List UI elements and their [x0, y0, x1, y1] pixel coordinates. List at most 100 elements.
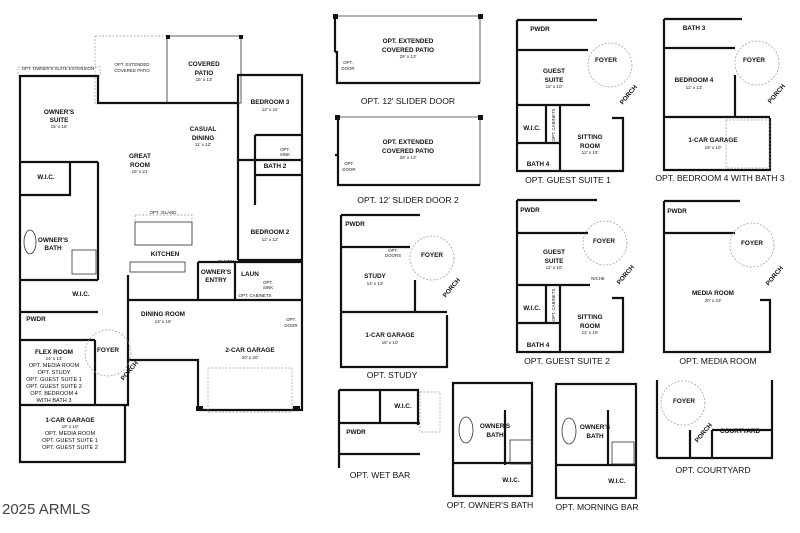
garage-door-outline: [207, 367, 293, 413]
study-size: 14' x 13': [367, 281, 384, 286]
porch-label: PORCH: [616, 264, 636, 286]
owners-bath-label-2: BATH: [586, 433, 604, 440]
opt-island-outline: [134, 214, 193, 246]
option-wet-bar: W.I.C. PWDR OPT. WET BAR: [337, 388, 441, 480]
opt-island-label: OPT. ISLAND: [150, 210, 177, 215]
two-car-garage-label: 2-CAR GARAGE: [225, 347, 275, 354]
caption-courtyard: OPT. COURTYARD: [675, 465, 750, 475]
two-car-garage-size: 20' x 20': [242, 355, 259, 360]
pwdr-label: PWDR: [345, 221, 365, 228]
option-courtyard: FOYER PORCH COURTYARD OPT. COURTYARD: [655, 380, 774, 475]
option-guest-suite-1: PWDR FOYER PORCH GUEST SUITE 12' x 10' W…: [515, 18, 639, 185]
flex-room-option: WITH BATH 3: [36, 398, 71, 404]
owners-suite-label: OWNER'S: [44, 109, 75, 116]
sitting-room-label-2: ROOM: [580, 323, 600, 330]
bedroom-4-label: BEDROOM 4: [675, 77, 714, 84]
great-room-size: 16' x 21': [132, 169, 149, 174]
opt-door-label: OPT.: [344, 161, 354, 166]
foyer-outline: [84, 329, 132, 377]
dining-room-label: DINING ROOM: [141, 311, 185, 318]
wic-label: W.I.C.: [37, 174, 55, 181]
owners-suite-extension-label: OPT. OWNER'S SUITE EXTENSION: [22, 66, 94, 71]
bedroom-3-label: BEDROOM 3: [251, 99, 290, 106]
option-study: PWDR OPT. DOORS FOYER PORCH STUDY 14' x …: [339, 213, 462, 380]
one-car-garage-option: OPT. GUEST SUITE 2: [42, 445, 98, 451]
wic-label: W.I.C.: [608, 478, 626, 485]
wic-label: W.I.C.: [523, 125, 541, 132]
caption-owners-bath: OPT. OWNER'S BATH: [447, 500, 533, 510]
extended-patio-label: OPT. EXTENDED: [383, 139, 434, 146]
pwdr-label: PWDR: [667, 208, 687, 215]
foyer-label: FOYER: [97, 347, 119, 354]
casual-dining-label: CASUAL: [190, 126, 217, 133]
opt-cabinets-label: OPT. CABINETS: [551, 288, 556, 321]
bath-4-label: BATH 4: [527, 342, 550, 349]
media-room-label: MEDIA ROOM: [692, 290, 734, 297]
pwdr-label: PWDR: [26, 316, 46, 323]
great-room-label: GREAT: [129, 153, 151, 160]
owners-entry-label: OWNER'S: [201, 269, 232, 276]
owners-bath-label-2: BATH: [44, 245, 62, 252]
wic-label: W.I.C.: [523, 305, 541, 312]
bedroom-2-size: 12' x 12': [262, 237, 279, 242]
left-wing-walls: [20, 160, 125, 407]
one-car-garage-option: OPT. MEDIA ROOM: [45, 431, 96, 437]
guest-suite-size: 12' x 10': [546, 265, 563, 270]
courtyard-label: COURTYARD: [720, 428, 761, 435]
extended-patio-size: 29' x 13': [400, 155, 417, 160]
bedroom-2-label: BEDROOM 2: [251, 229, 290, 236]
opt-cabinets-label: OPT. CABINETS: [551, 108, 556, 141]
caption-wet-bar: OPT. WET BAR: [350, 470, 410, 480]
flex-room-size: 14' x 13': [46, 356, 63, 361]
sitting-room-size: 12' x 15': [582, 150, 599, 155]
bedroom-3-size: 12' x 11': [262, 107, 279, 112]
opt-door-label-2: DOOR: [342, 167, 355, 172]
flex-room-option: OPT. GUEST SUITE 2: [26, 384, 82, 390]
extended-patio-label-2: COVERED PATIO: [382, 148, 434, 155]
main-floor-plan: OPT. OWNER'S SUITE EXTENSION OPT. EXTEND…: [17, 35, 304, 464]
laundry-opt-sink: OPT.: [263, 280, 273, 285]
opt-door-label-2: DOOR: [284, 323, 297, 328]
sitting-room-size: 12' x 15': [582, 330, 599, 335]
guest-suite-label: GUEST: [543, 68, 565, 75]
kitchen-label: KITCHEN: [151, 251, 180, 258]
niche-label: NICHE: [591, 276, 605, 281]
guest-suite-label-2: SUITE: [545, 77, 565, 84]
option-morning-bar: OWNER'S BATH W.I.C. OPT. MORNING BAR: [554, 382, 639, 512]
bath-2-opt-sink: OPT.: [280, 147, 290, 152]
bath-4-label: BATH 4: [527, 161, 550, 168]
pantry-label: PANTRY: [218, 259, 235, 264]
opt-doors-label-2: DOORS: [385, 253, 401, 258]
sitting-room-label-2: ROOM: [580, 143, 600, 150]
porch-label: PORCH: [120, 360, 140, 382]
casual-dining-size: 11' x 12': [195, 142, 212, 147]
option-owners-bath: OWNER'S BATH W.I.C. OPT. OWNER'S BATH: [447, 381, 533, 510]
opt-doors-label: OPT.: [388, 248, 398, 253]
guest-suite-size: 12' x 10': [546, 84, 563, 89]
wic-2-label: W.I.C.: [72, 291, 90, 298]
one-car-garage-option: OPT. GUEST SUITE 1: [42, 438, 98, 444]
owners-bath-label-2: BATH: [486, 432, 504, 439]
flex-room-option: OPT. GUEST SUITE 1: [26, 377, 82, 383]
foyer-label: FOYER: [593, 238, 615, 245]
one-car-garage-label: 1-CAR GARAGE: [45, 417, 95, 424]
flex-room-option: OPT. BEDROOM 4: [30, 391, 78, 397]
one-car-garage-size: 19' x 10': [382, 340, 399, 345]
one-car-garage-size: 19' x 10': [62, 424, 79, 429]
study-label: STUDY: [364, 273, 386, 280]
bath-3-label: BATH 3: [683, 25, 706, 32]
covered-patio-label-2: PATIO: [195, 70, 214, 77]
extended-patio-label-2: COVERED PATIO: [382, 47, 434, 54]
opt-cabinets-label: OPT. CABINETS: [239, 293, 272, 298]
porch-label: PORCH: [619, 84, 639, 106]
caption-morning-bar: OPT. MORNING BAR: [555, 502, 638, 512]
option-slider-door-1: OPT. EXTENDED COVERED PATIO 29' x 13' OP…: [333, 14, 483, 106]
shower: [71, 249, 97, 275]
owners-entry-label-2: ENTRY: [205, 277, 227, 284]
opt-door-label: OPT.: [286, 317, 296, 322]
foyer-label: FOYER: [673, 398, 695, 405]
sitting-room-label: SITTING: [577, 314, 602, 321]
extended-patio-size: 29' x 13': [400, 54, 417, 59]
porch-label: PORCH: [765, 265, 785, 287]
foyer-label: FOYER: [421, 252, 443, 259]
